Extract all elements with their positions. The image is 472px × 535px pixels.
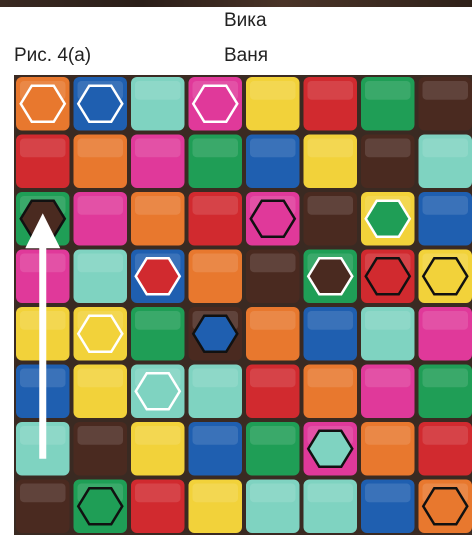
hex-piece-pink[interactable]	[193, 86, 237, 122]
tile-highlight	[365, 484, 411, 503]
player-name-top: Вика	[224, 10, 267, 32]
tile-highlight	[308, 81, 354, 100]
tile-highlight	[135, 139, 181, 158]
hex-piece-green[interactable]	[78, 488, 122, 524]
tile-highlight	[78, 369, 124, 388]
tile-highlight	[193, 369, 239, 388]
tile-highlight	[135, 81, 181, 100]
tile-highlight	[423, 311, 469, 330]
hex-piece-brown[interactable]	[308, 258, 352, 294]
tile-highlight	[193, 139, 239, 158]
tile-highlight	[365, 369, 411, 388]
player-name-bottom: Ваня	[224, 45, 268, 67]
tile-highlight	[308, 484, 354, 503]
tile-highlight	[250, 254, 296, 273]
figure-label: Рис. 4(a)	[14, 45, 91, 67]
hex-piece-teal[interactable]	[136, 373, 180, 409]
tile-highlight	[250, 139, 296, 158]
tile-highlight	[423, 139, 469, 158]
tile-highlight	[250, 484, 296, 503]
tile-highlight	[365, 139, 411, 158]
tile-highlight	[135, 196, 181, 215]
tile-highlight	[193, 484, 239, 503]
hex-piece-teal[interactable]	[308, 431, 352, 467]
hex-piece-blue[interactable]	[193, 316, 237, 352]
tile-highlight	[308, 139, 354, 158]
game-board[interactable]	[14, 75, 472, 535]
tile-highlight	[78, 196, 124, 215]
hex-piece-red[interactable]	[136, 258, 180, 294]
tile-highlight	[308, 311, 354, 330]
tile-highlight	[423, 196, 469, 215]
tile-highlight	[423, 369, 469, 388]
hex-piece-pink[interactable]	[251, 201, 295, 237]
tile-highlight	[193, 196, 239, 215]
tile-highlight	[20, 484, 66, 503]
tile-highlight	[308, 196, 354, 215]
tile-highlight	[250, 81, 296, 100]
hex-piece-red[interactable]	[366, 258, 410, 294]
tile-highlight	[365, 426, 411, 445]
hex-piece-yellow[interactable]	[423, 258, 467, 294]
tile-highlight	[78, 254, 124, 273]
tile-highlight	[365, 311, 411, 330]
board-svg	[14, 75, 472, 535]
hex-piece-yellow[interactable]	[78, 316, 122, 352]
tile-highlight	[193, 426, 239, 445]
hex-piece-green[interactable]	[366, 201, 410, 237]
tile-highlight	[20, 139, 66, 158]
top-strip	[0, 0, 472, 7]
hex-piece-blue[interactable]	[78, 86, 122, 122]
tile-highlight	[365, 81, 411, 100]
tile-highlight	[250, 369, 296, 388]
tile-highlight	[135, 484, 181, 503]
tile-highlight	[250, 311, 296, 330]
tile-highlight	[193, 254, 239, 273]
hex-piece-orange[interactable]	[21, 86, 65, 122]
tile-highlight	[423, 81, 469, 100]
hex-piece-orange[interactable]	[423, 488, 467, 524]
tile-highlight	[78, 426, 124, 445]
tile-highlight	[135, 426, 181, 445]
tile-highlight	[78, 139, 124, 158]
tile-highlight	[250, 426, 296, 445]
tile-highlight	[135, 311, 181, 330]
tile-highlight	[423, 426, 469, 445]
tile-highlight	[308, 369, 354, 388]
